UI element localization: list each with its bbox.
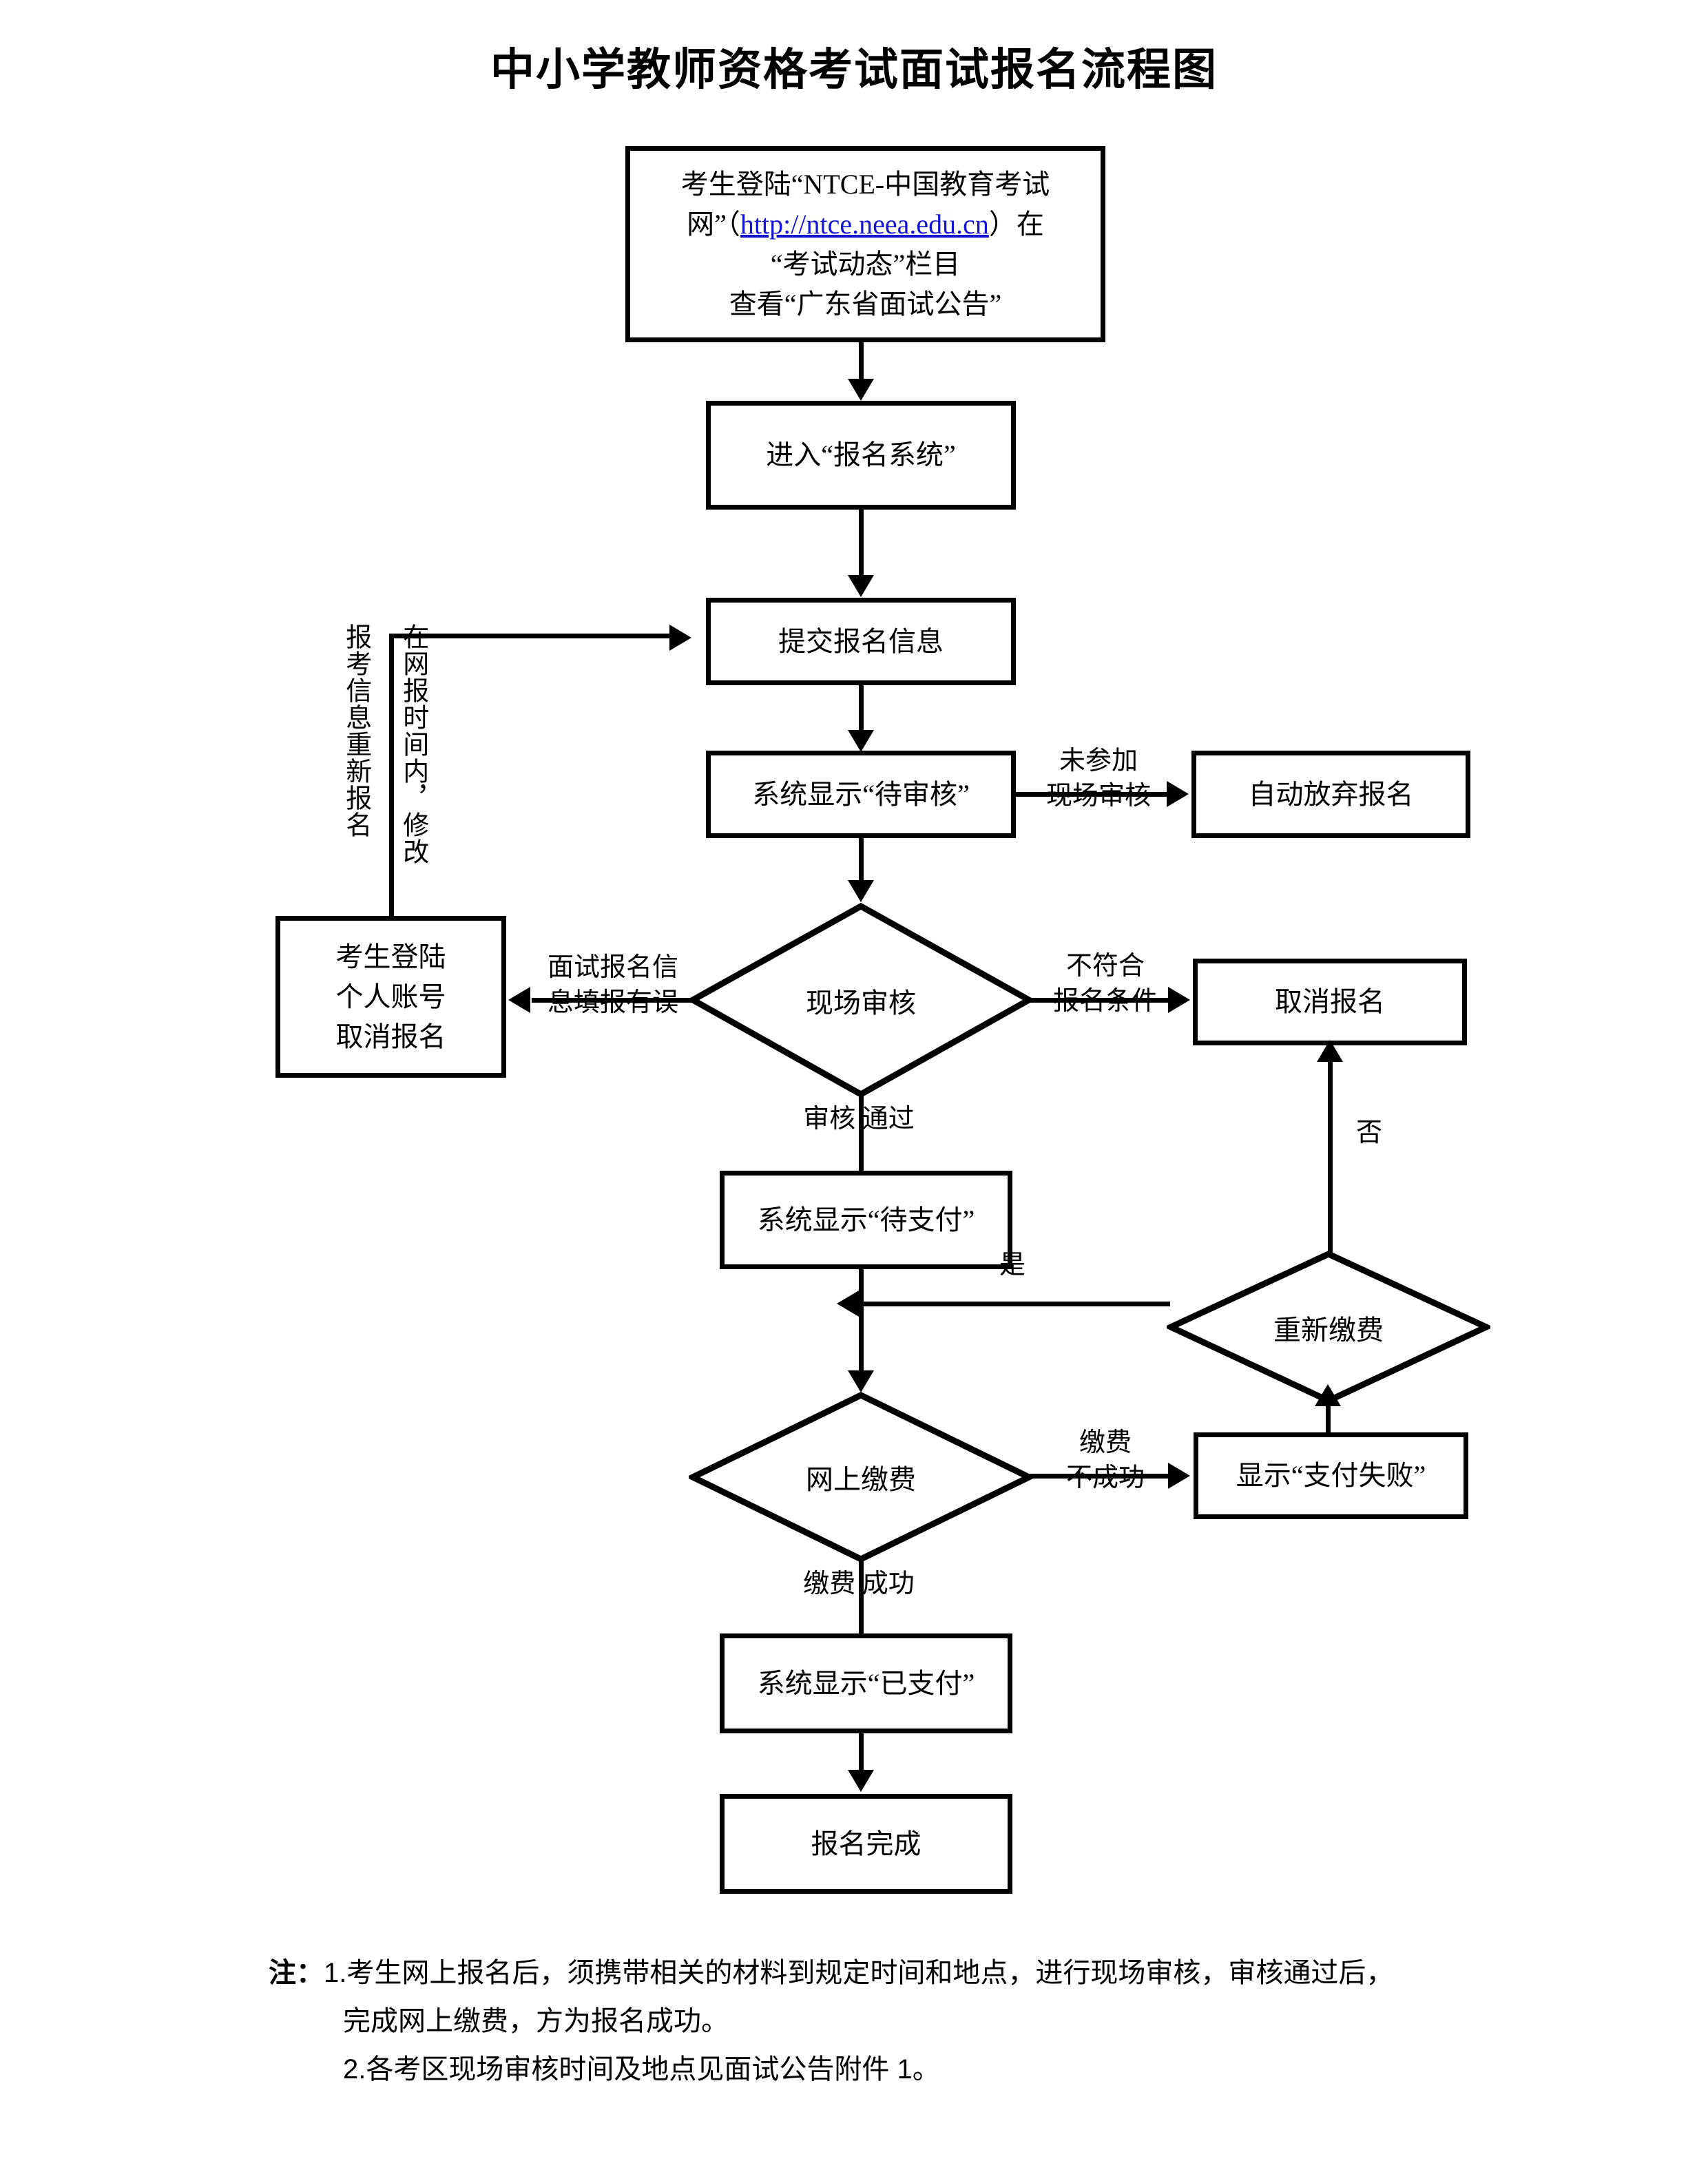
notes-head: 注： — [269, 1958, 324, 1988]
node-cancel-registration: 取消报名 — [1193, 959, 1467, 1045]
edge-repay-no-vertical — [1328, 1045, 1333, 1297]
edge-pending-payment-to-online-payment — [859, 1269, 864, 1372]
note-1-line-2: 完成网上缴费，方为报名成功。 — [343, 2006, 729, 2036]
edge-submit-to-pending-review — [859, 685, 864, 732]
node-payment-failed-text: 显示“支付失败” — [1236, 1460, 1426, 1491]
node-onsite-review: 现场审核 — [689, 902, 1033, 1098]
label-info-error: 面试报名信 息填报有误 — [547, 953, 678, 1018]
edge-reapply-vertical — [389, 634, 394, 917]
node-auto-abandon-text: 自动放弃报名 — [1248, 778, 1414, 810]
node-start-login: 考生登陆“NTCE-中国教育考试 网”（http://ntce.neea.edu… — [625, 146, 1105, 342]
label-reapply: 报考信息重新报名 — [341, 623, 371, 838]
node-pending-review: 系统显示“待审核” — [706, 751, 1016, 838]
node-enter-system-text: 进入“报名系统” — [766, 439, 956, 470]
label-no-onsite-review: 未参加 现场审核 — [1045, 746, 1151, 811]
ntce-website-link[interactable]: http://ntce.neea.edu.cn — [740, 208, 989, 240]
arrowhead-down-enter-system — [848, 379, 874, 401]
label-not-qualified: 不符合 报名条件 — [1052, 952, 1158, 1016]
node-repay-text: 重新缴费 — [1273, 1314, 1384, 1346]
arrowhead-right-submit-info — [669, 625, 691, 651]
label-payment-success: 缴费 成功 — [803, 1569, 915, 1598]
arrowhead-up-cancel-registration — [1317, 1040, 1343, 1062]
note-1-number: 1. — [324, 1958, 347, 1988]
label-payment-failed: 缴费 不成功 — [1065, 1428, 1145, 1493]
arrowhead-down-onsite-review — [848, 880, 874, 902]
note-1-line-1: 考生网上报名后，须携带相关的材料到规定时间和地点，进行现场审核，审核通过后， — [346, 1958, 1394, 1988]
arrowhead-down-done — [848, 1770, 874, 1792]
arrowhead-down-pending-review — [848, 730, 874, 752]
node-done-text: 报名完成 — [811, 1828, 921, 1859]
note-item-2: 2.各考区现场审核时间及地点见面试公告附件 1。 — [343, 2054, 940, 2085]
start-line-3: “考试动态”栏目 — [770, 248, 961, 280]
arrowhead-down-online-payment — [848, 1370, 874, 1392]
edge-onsite-to-pending-payment — [859, 1092, 864, 1180]
arrowhead-up-repay — [1315, 1384, 1341, 1406]
start-line-4: 查看“广东省面试公告” — [729, 288, 1002, 320]
edge-pending-to-onsite-review — [859, 838, 864, 883]
arrowhead-right-payment-failed — [1168, 1463, 1190, 1489]
notes-block: 注：1.考生网上报名后，须携带相关的材料到规定时间和地点，进行现场审核，审核通过… — [269, 1949, 1577, 2093]
arrowhead-down-submit — [848, 575, 874, 597]
edge-payment-failed-to-repay — [1326, 1406, 1331, 1435]
start-line-2-pre: 网”（ — [687, 208, 740, 240]
node-pending-payment: 系统显示“待支付” — [720, 1171, 1012, 1269]
arrowhead-right-auto-abandon — [1167, 781, 1189, 807]
node-submit-info: 提交报名信息 — [706, 598, 1016, 685]
node-repay: 重新缴费 — [1167, 1250, 1490, 1405]
node-cancel-via-account-text: 考生登陆 个人账号 取消报名 — [335, 941, 446, 1052]
edge-onsite-to-cancel-registration — [1029, 998, 1169, 1003]
arrowhead-left-repay-yes — [837, 1291, 859, 1317]
label-repay-yes: 是 — [999, 1251, 1025, 1280]
node-enter-system: 进入“报名系统” — [706, 401, 1016, 510]
node-pending-payment-text: 系统显示“待支付” — [757, 1204, 975, 1235]
edge-start-to-enter-system — [859, 342, 864, 380]
node-payment-failed: 显示“支付失败” — [1194, 1432, 1468, 1519]
arrowhead-right-cancel-registration — [1168, 987, 1190, 1013]
arrowhead-left-cancel-account — [508, 987, 530, 1013]
node-submit-info-text: 提交报名信息 — [778, 625, 944, 657]
node-online-payment-text: 网上缴费 — [806, 1464, 916, 1495]
node-cancel-registration-text: 取消报名 — [1275, 986, 1385, 1017]
page-title: 中小学教师资格考试面试报名流程图 — [490, 45, 1218, 94]
edge-online-payment-to-paid — [859, 1558, 864, 1646]
node-auto-abandon: 自动放弃报名 — [1191, 751, 1470, 838]
node-done: 报名完成 — [720, 1794, 1012, 1894]
edge-pending-to-auto-abandon — [1016, 792, 1169, 797]
node-start-login-text: 考生登陆“NTCE-中国教育考试 网”（http://ntce.neea.edu… — [676, 165, 1056, 324]
node-online-payment: 网上缴费 — [689, 1391, 1033, 1563]
edge-repay-yes-horizontal — [859, 1302, 1170, 1306]
node-onsite-review-text: 现场审核 — [806, 987, 916, 1019]
node-paid: 系统显示“已支付” — [720, 1633, 1012, 1733]
start-line-2-post: ）在 — [988, 208, 1044, 240]
note-item-1: 注：1.考生网上报名后，须携带相关的材料到规定时间和地点，进行现场审核，审核通过… — [269, 1949, 1577, 1997]
edge-online-payment-to-failed — [1029, 1474, 1170, 1479]
label-modify-in-time: 在网报时间内，修改 — [398, 623, 428, 865]
node-pending-review-text: 系统显示“待审核” — [752, 778, 970, 810]
node-cancel-via-account: 考生登陆 个人账号 取消报名 — [275, 916, 506, 1078]
label-review-passed: 审核 通过 — [803, 1105, 915, 1134]
edge-reapply-horizontal — [389, 634, 671, 638]
edge-enter-system-to-submit — [859, 510, 864, 577]
start-line-1: 考生登陆“NTCE-中国教育考试 — [680, 168, 1050, 200]
edge-paid-to-done — [859, 1733, 864, 1772]
label-repay-no: 否 — [1355, 1118, 1382, 1147]
edge-onsite-to-cancel-account — [532, 998, 694, 1003]
node-paid-text: 系统显示“已支付” — [757, 1667, 975, 1699]
